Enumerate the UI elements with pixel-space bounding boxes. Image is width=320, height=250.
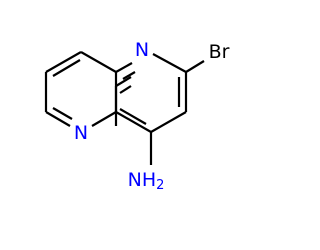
bond-n5-c4a xyxy=(91,111,117,127)
atom-n5-label: N xyxy=(74,122,88,144)
bond-c2-br xyxy=(185,60,205,73)
bond-n1-c2-main xyxy=(152,53,187,73)
bond-c8-c7 xyxy=(45,51,82,73)
bond-c3-c4 xyxy=(150,111,187,133)
bond-c8a-n1-fused-double xyxy=(122,71,136,80)
bond-c8a-c8 xyxy=(80,51,117,73)
bond-c8-c7-double xyxy=(52,59,81,77)
bond-c6-n5 xyxy=(45,111,71,127)
amine-subscript: 2 xyxy=(156,178,164,193)
bond-c6-n5-double xyxy=(52,107,73,120)
atom-n1-label: N xyxy=(135,39,149,61)
bond-c4-c4a-double xyxy=(119,108,147,125)
bond-c4-c4a-main xyxy=(115,111,152,133)
amine-label: NH2 xyxy=(128,169,165,193)
bond-c8a-n1 xyxy=(115,76,132,87)
bond-c8a-n1-fused xyxy=(115,62,133,73)
atom-br-label: Br xyxy=(209,41,230,63)
amine-main-text: NH xyxy=(128,169,157,191)
molecule-diagram: N N Br NH2 xyxy=(44,39,230,193)
bond-c8a-n1-double xyxy=(119,85,132,94)
